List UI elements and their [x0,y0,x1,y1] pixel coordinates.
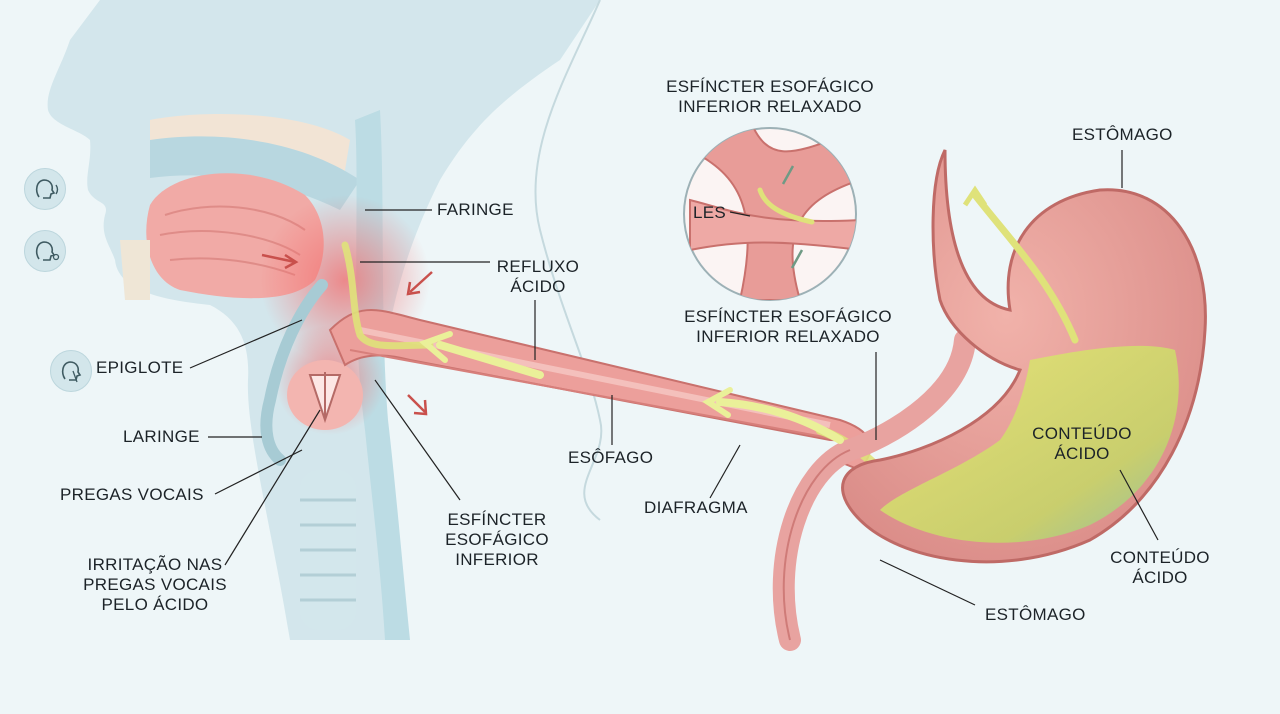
label-irritacao: IRRITAÇÃO NAS PREGAS VOCAIS PELO ÁCIDO [83,555,227,614]
head-speaking-icon [24,168,66,210]
epiglottis-shape [260,279,328,466]
label-epiglote: EPIGLOTE [96,358,184,377]
diaphragm [772,329,976,651]
head-coughing-icon [24,230,66,272]
label-esfincter-relaxado-mid: ESFÍNCTER ESOFÁGICO INFERIOR RELAXADO [684,307,892,346]
label-laringe: LARINGE [123,427,200,446]
label-esfincter-inferior: ESFÍNCTER ESOFÁGICO INFERIOR [445,510,549,569]
label-esofago: ESÔFAGO [568,448,654,467]
leader-lines [189,150,1159,606]
label-pregas-vocais: PREGAS VOCAIS [60,485,204,504]
label-esfincter-relaxado-top: ESFÍNCTER ESOFÁGICO INFERIOR RELAXADO [666,77,874,116]
label-diafragma: DIAFRAGMA [644,498,748,517]
stomach [841,149,1207,564]
reflux-arrows [419,331,844,444]
label-estomago-top: ESTÔMAGO [1072,125,1173,144]
label-les: LES [693,203,727,222]
trachea [300,470,356,630]
head-throat-icon [50,350,92,392]
irritation-arrows [261,253,433,416]
label-estomago-bottom: ESTÔMAGO [985,605,1086,624]
acid-pool [880,345,1179,543]
label-conteudo-acido-outer: CONTEÚDO ÁCIDO [1110,548,1210,587]
label-faringe: FARINGE [437,200,514,219]
label-refluxo-acido: REFLUXO ÁCIDO [496,257,580,296]
larynx [287,360,363,430]
label-conteudo-acido-inner: CONTEÚDO ÁCIDO [1032,424,1132,463]
